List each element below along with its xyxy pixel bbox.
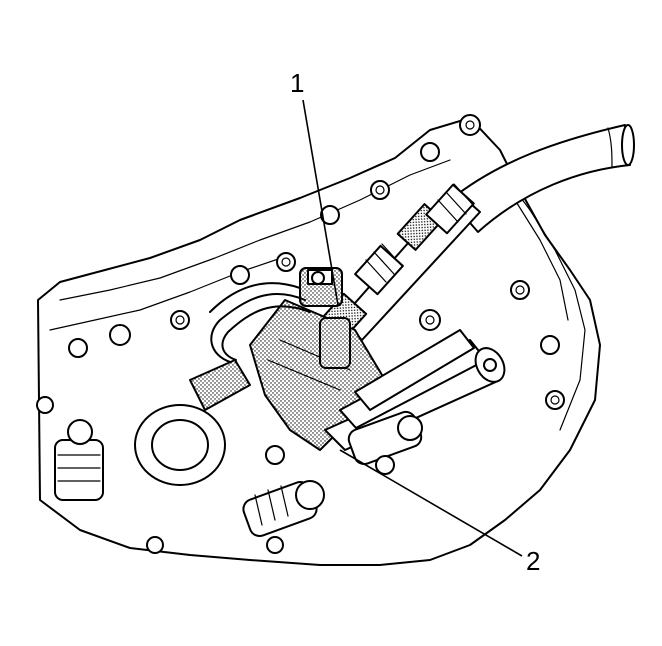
- callout-2-leader: [339, 449, 523, 557]
- coil-wells: [36, 359, 423, 554]
- callout-1-leader: [302, 99, 339, 306]
- callout-2: 2: [339, 449, 540, 576]
- fuel-line-loop: [209, 282, 311, 363]
- callout-2-label: 2: [526, 546, 540, 576]
- callout-1-label: 1: [290, 68, 304, 98]
- callout-1: 1: [290, 68, 339, 306]
- fuel-hose: [449, 124, 635, 233]
